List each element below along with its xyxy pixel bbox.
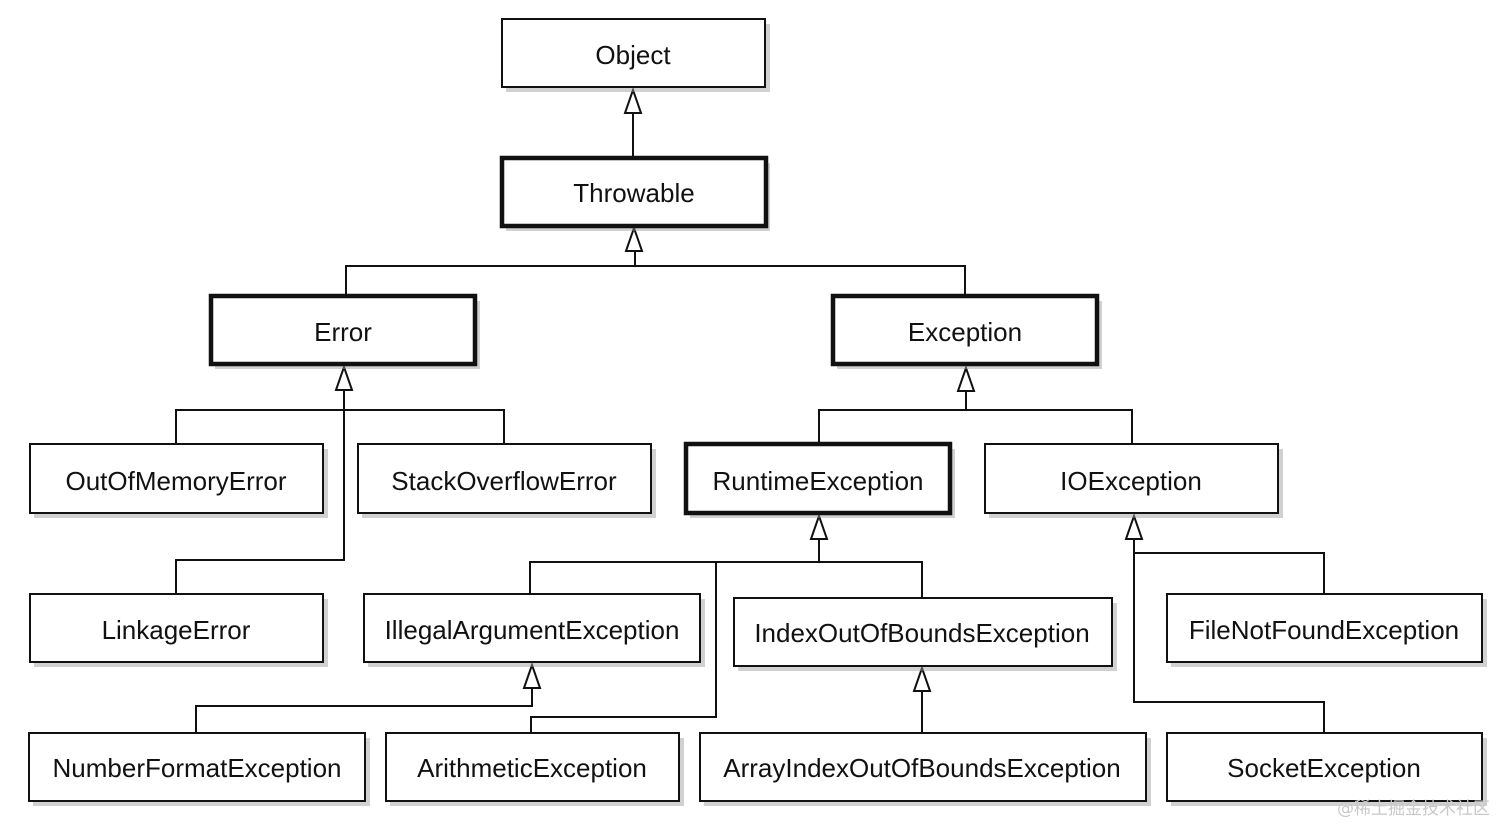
node-arithmetic-exception: ArithmeticException [385,732,684,806]
watermark: @稀土掘金技术社区 [1337,799,1490,819]
edge-runtime-io-exception [818,391,1133,444]
node-label: FileNotFoundException [1189,615,1459,645]
node-socket-exception: SocketException [1166,732,1487,806]
node-array-index-out-of-bounds-exception: ArrayIndexOutOfBoundsException [699,732,1151,806]
node-label: RuntimeException [713,466,924,496]
arrowhead-index-out-of-bounds-exception [912,664,932,692]
arrowhead-exception [956,364,976,392]
node-object: Object [501,18,770,92]
node-exception: Exception [830,293,1102,369]
node-label: NumberFormatException [53,753,342,783]
arrowhead-illegal-argument-exception [522,661,542,689]
arrowhead-throwable [624,224,644,252]
node-label: LinkageError [102,615,251,645]
node-label: Error [314,317,372,347]
node-io-exception: IOException [984,443,1283,518]
edge-error-exception-throwable [345,251,966,296]
node-label: StackOverflowError [391,466,617,496]
edge-io-children [1133,539,1325,733]
node-file-not-found-exception: FileNotFoundException [1166,593,1487,667]
node-illegal-argument-exception: IllegalArgumentException [363,593,705,667]
arrowhead-object [623,86,643,114]
node-stack-overflow-error: StackOverflowError [357,443,656,518]
node-label: OutOfMemoryError [65,466,286,496]
node-label: Throwable [573,178,694,208]
node-label: IndexOutOfBoundsException [754,618,1089,648]
node-error: Error [208,293,480,369]
node-label: SocketException [1227,753,1421,783]
node-label: ArrayIndexOutOfBoundsException [723,753,1120,783]
arrowhead-runtime-exception [809,512,829,540]
node-label: IllegalArgumentException [385,615,680,645]
node-out-of-memory-error: OutOfMemoryError [29,443,328,518]
edge-runtime-children [529,539,923,733]
node-number-format-exception: NumberFormatException [28,732,370,806]
arrowhead-io-exception [1124,512,1144,540]
node-label: Exception [908,317,1022,347]
node-linkage-error: LinkageError [29,593,328,667]
node-label: IOException [1060,466,1202,496]
node-label: ArithmeticException [417,753,647,783]
node-throwable: Throwable [499,155,770,231]
inheritance-arrowheads [334,86,1144,692]
edge-errors-error [175,390,505,594]
node-label: Object [595,40,671,70]
inheritance-edges [175,113,1325,733]
arrowhead-error [334,363,354,391]
node-index-out-of-bounds-exception: IndexOutOfBoundsException [733,597,1117,671]
node-runtime-exception: RuntimeException [683,441,955,518]
edge-numberformat-illegalargument [195,688,533,733]
